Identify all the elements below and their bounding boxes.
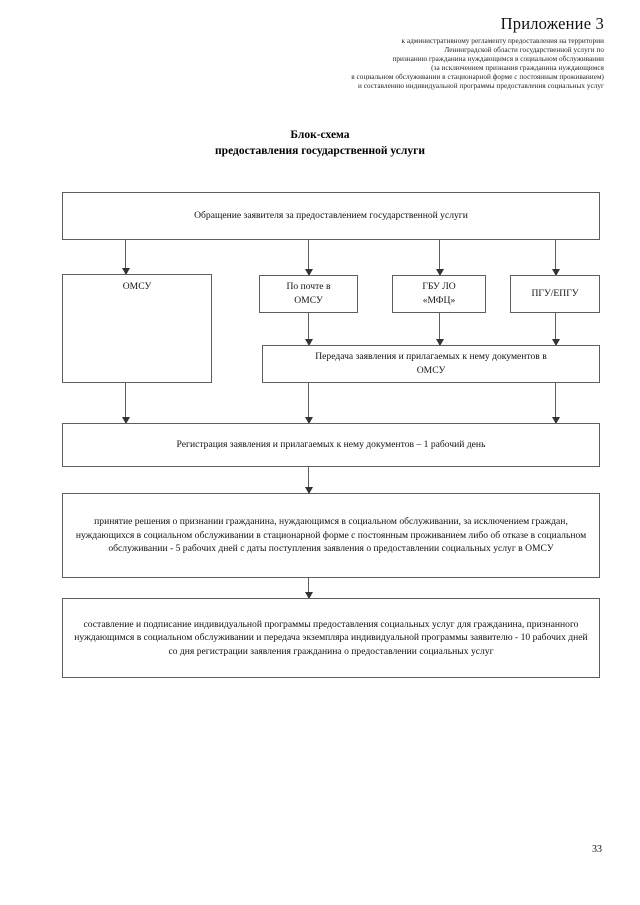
header-line: Ленинградской области государственной ус… — [444, 46, 604, 55]
header-line: признанию гражданина нуждающимся в социа… — [392, 55, 604, 64]
arrow-pgu-epgu-to-transfer — [551, 313, 560, 346]
flow-node-registration-label: Регистрация заявления и прилагаемых к не… — [176, 439, 486, 451]
page-title-line2: предоставления государственной услуги — [215, 145, 425, 157]
document-header: Приложение 3 к административному регламе… — [84, 14, 604, 92]
arrow-request-to-mail-omsu — [304, 240, 313, 276]
page-title: Блок-схема предоставления государственно… — [0, 127, 640, 159]
header-line: (за исключением признания гражданина нуж… — [431, 64, 604, 73]
header-line: и составлению индивидуальной программы п… — [358, 82, 604, 91]
arrow-request-to-mfc — [435, 240, 444, 276]
arrow-mfc-to-transfer — [435, 313, 444, 346]
header-reference-lines: к административному регламенту предостав… — [84, 37, 604, 92]
flow-node-pgu-epgu: ПГУ/ЕПГУ — [510, 275, 600, 313]
page-title-line1: Блок-схема — [290, 129, 350, 141]
flow-node-omsu: ОМСУ — [62, 274, 212, 383]
flow-node-request: Обращение заявителя за предоставлением г… — [62, 192, 600, 240]
arrow-registration-to-decision — [304, 467, 313, 494]
flow-node-request-label: Обращение заявителя за предоставлением г… — [194, 210, 468, 222]
appendix-title: Приложение 3 — [500, 14, 604, 33]
flow-node-decision-label: принятие решения о признании гражданина,… — [75, 516, 587, 555]
arrow-request-to-omsu — [121, 240, 130, 275]
flow-node-mfc: ГБУ ЛО «МФЦ» — [392, 275, 486, 313]
arrow-transfer-to-registration-right — [551, 383, 560, 424]
header-line: к административному регламенту предостав… — [401, 37, 604, 45]
flow-node-mail-omsu-label: По почте в ОМСУ — [286, 281, 331, 306]
arrow-decision-to-program — [304, 578, 313, 599]
flow-node-pgu-epgu-label: ПГУ/ЕПГУ — [531, 288, 579, 300]
flow-node-omsu-label: ОМСУ — [122, 281, 152, 292]
flow-node-transfer: Передача заявления и прилагаемых к нему … — [262, 345, 600, 383]
flow-node-mfc-label: ГБУ ЛО «МФЦ» — [422, 281, 456, 306]
flow-node-program: составление и подписание индивидуальной … — [62, 598, 600, 678]
flow-node-mail-omsu: По почте в ОМСУ — [259, 275, 358, 313]
arrow-omsu-to-registration — [121, 383, 130, 424]
flow-node-decision: принятие решения о признании гражданина,… — [62, 493, 600, 578]
flow-node-program-label: составление и подписание индивидуальной … — [74, 618, 588, 657]
arrow-mail-omsu-to-transfer — [304, 313, 313, 346]
arrow-transfer-to-registration-left — [304, 383, 313, 424]
header-line: в социальном обслуживании в стационарной… — [351, 73, 604, 82]
arrow-request-to-pgu-epgu — [551, 240, 560, 276]
flow-node-transfer-label: Передача заявления и прилагаемых к нему … — [315, 351, 547, 376]
flow-node-registration: Регистрация заявления и прилагаемых к не… — [62, 423, 600, 467]
page-number: 33 — [592, 844, 602, 855]
